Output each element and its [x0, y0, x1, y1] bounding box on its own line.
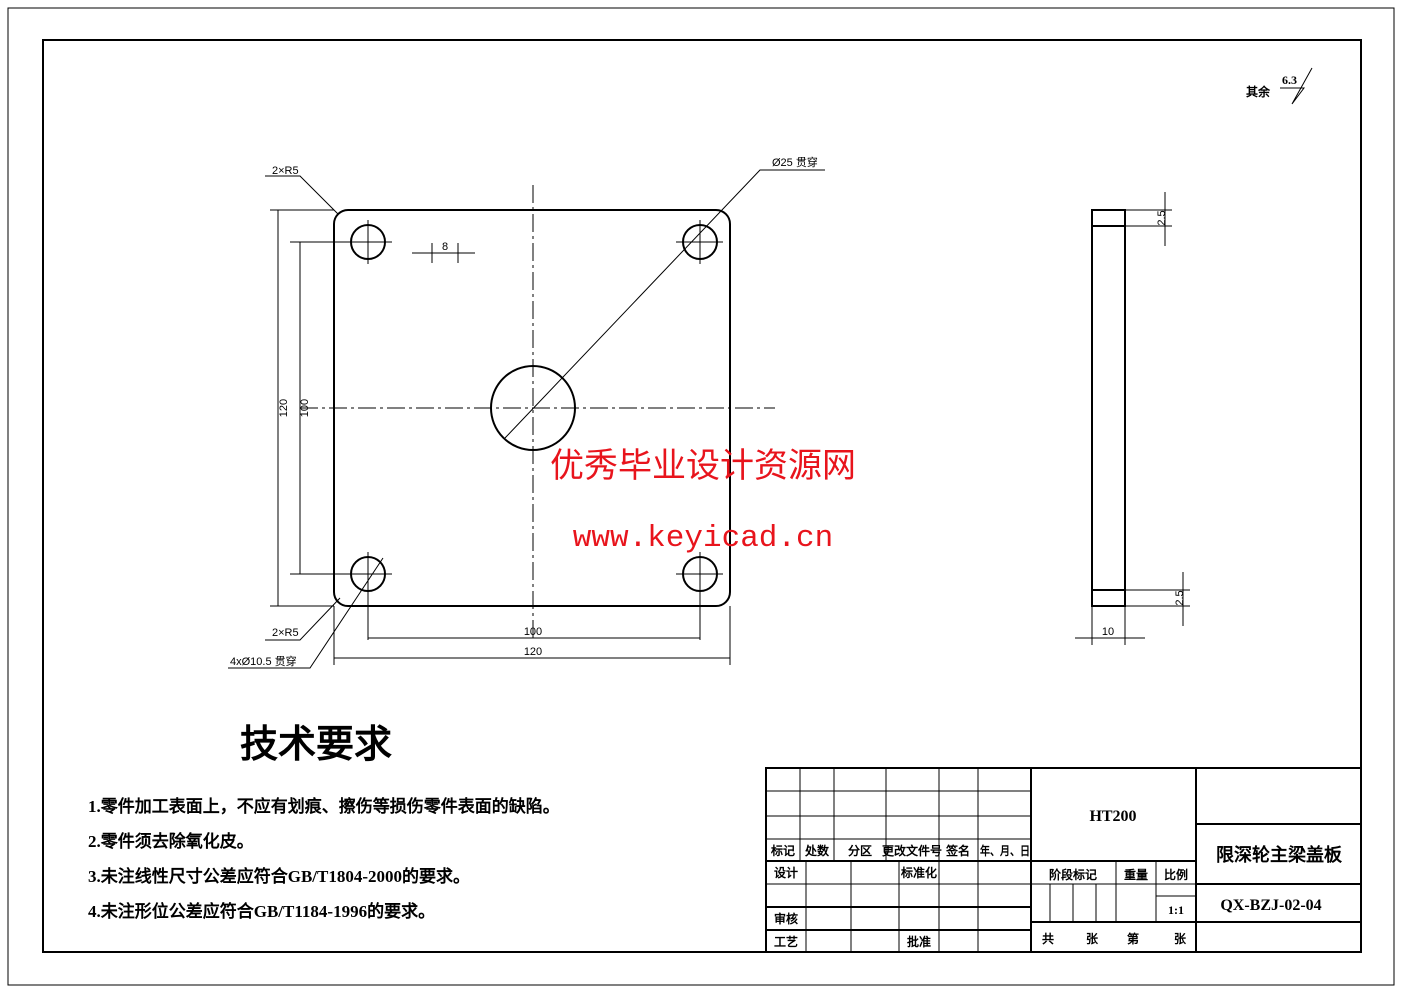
dim-100-horizontal: 100 [524, 626, 542, 638]
side-outline [1091, 209, 1126, 607]
scale-label: 比例 [1164, 867, 1188, 882]
dim-2-5-bottom: 2.5 [1174, 590, 1186, 605]
drawing-frame [42, 39, 1362, 953]
total-label: 共 [1042, 931, 1054, 946]
roughness-icon [1280, 67, 1313, 105]
weight-label: 重量 [1124, 867, 1148, 882]
header-zone: 分区 [848, 843, 872, 858]
tech-item: 2.零件须去除氧化皮。 [88, 831, 254, 851]
corner-holes-label: 4xØ10.5 贯穿 [230, 654, 297, 668]
corner-radius-top-label: 2×R5 [272, 165, 299, 177]
watermark-url: www.keyicad.cn [573, 521, 833, 556]
tech-item: 1.零件加工表面上，不应有划痕、擦伤等损伤零件表面的缺陷。 [88, 796, 560, 816]
watermark-title: 优秀毕业设计资源网 [550, 446, 856, 486]
drawing-number: QX-BZJ-02-04 [1220, 897, 1321, 914]
roughness-value: 6.3 [1282, 73, 1297, 87]
dim-10: 10 [1102, 626, 1114, 638]
part-name: 限深轮主梁盖板 [1216, 844, 1343, 865]
dim-2-5-top: 2.5 [1156, 210, 1168, 225]
header-change-doc: 更改文件号 [882, 843, 942, 858]
scale-value: 1:1 [1168, 903, 1184, 917]
front-view: 120 100 100 120 8 2×R5 Ø25 贯穿 2×R5 4xØ10… [228, 155, 825, 669]
dim-8: 8 [442, 241, 448, 253]
roughness-symbol: 其余 6.3 [1246, 67, 1313, 105]
title-block: 标记 处数 分区 更改文件号 签名 年、月、日 设计 标准化 审核 工艺 批准 … [765, 767, 1362, 953]
header-mark: 标记 [770, 843, 795, 858]
corner-radius-bottom-label: 2×R5 [272, 627, 299, 639]
page-label: 第 [1127, 931, 1139, 946]
process-label: 工艺 [774, 934, 798, 949]
review-label: 审核 [774, 911, 798, 926]
approve-label: 批准 [907, 934, 931, 949]
header-date: 年、月、日 [980, 843, 1030, 858]
sheet-border [7, 7, 1395, 986]
sheets-label: 张 [1086, 931, 1099, 946]
side-view: 2.5 2.5 10 [1075, 192, 1190, 645]
dim-100-vertical: 100 [299, 399, 311, 417]
dim-120-horizontal: 120 [524, 646, 542, 658]
header-signature: 签名 [945, 843, 970, 858]
design-label: 设计 [774, 865, 798, 880]
tech-item: 3.未注线性尺寸公差应符合GB/T1804-2000的要求。 [88, 866, 470, 886]
material: HT200 [1089, 808, 1136, 825]
standardization-label: 标准化 [900, 865, 937, 880]
sheets-label-2: 张 [1174, 931, 1187, 946]
tech-item: 4.未注形位公差应符合GB/T1184-1996的要求。 [88, 901, 435, 921]
header-count: 处数 [804, 843, 830, 858]
technical-requirements: 技术要求 1.零件加工表面上，不应有划痕、擦伤等损伤零件表面的缺陷。 2.零件须… [88, 724, 560, 921]
center-hole-label: Ø25 贯穿 [772, 155, 818, 169]
tech-title: 技术要求 [240, 724, 392, 766]
roughness-label: 其余 [1246, 84, 1271, 99]
dim-120-vertical: 120 [278, 399, 290, 417]
stage-label: 阶段标记 [1049, 867, 1097, 882]
